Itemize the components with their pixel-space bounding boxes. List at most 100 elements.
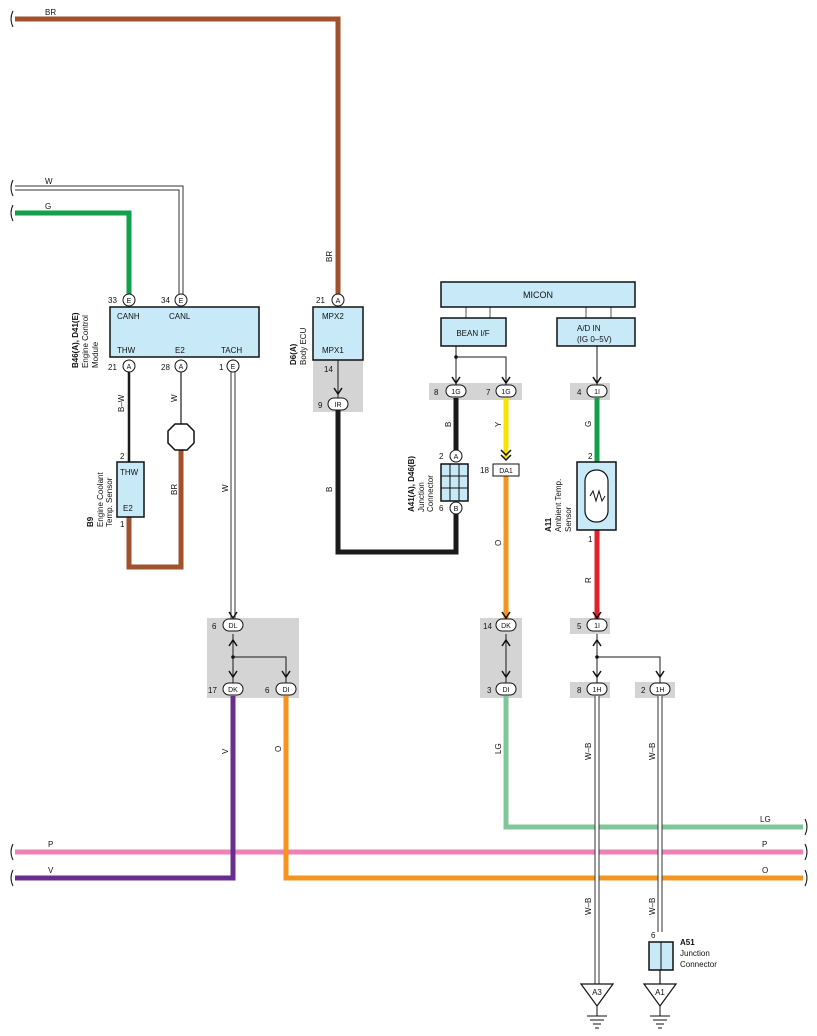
connector-1g-a: 1G <box>445 384 467 398</box>
ecm-canl-label: CANL <box>169 312 191 321</box>
ecm-connector-e2: A <box>174 359 188 373</box>
junction-connector-a: A <box>449 449 463 463</box>
ground-a3-label: A3 <box>592 988 602 997</box>
ground-a3: A3 <box>579 983 615 1029</box>
wire-label-o-mid: O <box>494 540 503 546</box>
ecm-connector-canh: E <box>122 293 136 307</box>
wire-label-v-mid: V <box>221 748 230 754</box>
wire-br-top <box>15 16 341 298</box>
svg-text:1I: 1I <box>594 389 600 396</box>
ambient-title: A11 <box>544 517 553 532</box>
ecm-title: B46(A), D41(E) <box>71 312 80 368</box>
ecm-connector-canl: E <box>174 293 188 307</box>
junction-title: A41(A), D46(B) <box>407 456 416 512</box>
coolant-title: B9 <box>86 516 95 527</box>
left-lower-connectors: 6 DL 17 DK 6 DI <box>208 611 297 696</box>
ad-in-range: (IG 0–5V) <box>577 335 612 344</box>
wire-lg <box>503 696 803 830</box>
svg-text:IR: IR <box>335 402 342 409</box>
coolant-thw-label: THW <box>120 468 139 477</box>
right-lower-connectors: 14 DK 5 1I 3 DI 8 1H 2 1H <box>483 611 671 696</box>
ecm-pin-thw: 21 <box>108 363 117 372</box>
wire-label-r-amb: R <box>584 577 593 583</box>
junction-connector-a41: A 2 B 6 A41(A), D46(B) Junction Connecto… <box>407 449 469 515</box>
pin-7-1g: 7 <box>486 388 491 397</box>
coolant-subtitle-2: Temp. Sensor <box>105 477 114 527</box>
wire-v <box>15 696 236 881</box>
wire-label-v-left: V <box>48 866 54 875</box>
body-ecu-pin-9: 9 <box>318 401 323 410</box>
pin-6-dl: 6 <box>212 622 217 631</box>
pin-8-1g: 8 <box>434 388 439 397</box>
coolant-pin-top: 2 <box>120 452 125 461</box>
wire-label-b-body: B <box>325 487 334 492</box>
svg-text:DL: DL <box>229 623 238 630</box>
ground-a1-label: A1 <box>655 988 665 997</box>
wire-label-o-left: O <box>274 746 283 752</box>
ecm-subtitle-2: Module <box>91 341 100 368</box>
body-ecu-pin-top: 21 <box>316 296 325 305</box>
wire-label-p-right: P <box>762 840 767 849</box>
svg-text:1H: 1H <box>593 687 602 694</box>
a51-subtitle-2: Connector <box>680 960 717 969</box>
svg-text:A: A <box>454 454 459 461</box>
wire-br-sensor <box>126 449 184 570</box>
pin-18-da1: 18 <box>480 466 489 475</box>
micon-title: MICON <box>523 290 553 300</box>
wire-break-marks <box>10 10 808 887</box>
wire-label-b-jc: B <box>444 422 453 427</box>
wires <box>15 16 803 988</box>
connector-dl: DL <box>222 618 244 632</box>
svg-text:1G: 1G <box>451 389 460 396</box>
pin-5-1i: 5 <box>577 622 582 631</box>
ecm-e2-label: E2 <box>175 346 185 355</box>
svg-text:DK: DK <box>501 623 511 630</box>
connector-dk-right: DK <box>495 618 517 632</box>
junction-box <box>440 463 469 502</box>
a51-pin: 6 <box>651 931 656 940</box>
body-ecu-mpx2: MPX2 <box>322 312 344 321</box>
wire-label-w-tach: W <box>221 484 230 492</box>
coolant-sensor-box <box>116 461 145 518</box>
ambient-pin-bot: 1 <box>588 535 593 544</box>
wire-g-top <box>15 210 132 298</box>
junction-connector-a51: 6 A51 Junction Connector <box>648 931 717 971</box>
body-ecu-subtitle: Body ECU <box>299 327 308 365</box>
wire-o-left <box>283 696 803 881</box>
ecm-connector-tach: E <box>226 359 240 373</box>
wire-label-wb-8: W–B <box>584 743 593 760</box>
connector-1i-b: 1I <box>586 618 608 632</box>
wire-label-wb-8-low: W–B <box>584 898 593 915</box>
body-ecu-mpx1: MPX1 <box>322 346 344 355</box>
wire-label-w-top: W <box>45 177 53 186</box>
body-ecu-connector-ir: IR <box>327 397 349 411</box>
coolant-subtitle-1: Engine Coolant <box>96 472 105 527</box>
ground-a3-symbol-icon <box>587 1006 607 1029</box>
svg-text:DA1: DA1 <box>499 468 513 475</box>
ad-in-label: A/D IN <box>577 324 601 333</box>
wire-label-p-left: P <box>48 840 53 849</box>
wire-w-top <box>15 185 184 298</box>
connector-di: DI <box>275 682 297 696</box>
svg-text:1I: 1I <box>594 623 600 630</box>
shield-splice-icon <box>167 423 195 451</box>
body-ecu: MPX2 MPX1 D6(A) Body ECU 21 A 14 9 IR <box>289 293 364 411</box>
ecm-box <box>109 306 260 358</box>
ecm-connector-thw: A <box>122 359 136 373</box>
micon-box <box>440 281 636 308</box>
svg-text:A: A <box>336 298 341 305</box>
svg-text:E: E <box>231 364 236 371</box>
wire-label-br-sensor: BR <box>170 484 179 495</box>
svg-text:DI: DI <box>503 687 510 694</box>
wire-label-br-top: BR <box>45 8 56 17</box>
connector-1i-a: 1I <box>586 384 608 398</box>
pin-17-dk: 17 <box>208 686 217 695</box>
connector-1h-a: 1H <box>586 682 608 696</box>
connector-1g-b: 1G <box>495 384 517 398</box>
ground-a1-symbol-icon <box>650 1006 670 1029</box>
pin-6-di: 6 <box>265 686 270 695</box>
wire-b-body <box>335 410 459 555</box>
thermistor-icon <box>589 489 606 503</box>
svg-text:E: E <box>127 298 132 305</box>
